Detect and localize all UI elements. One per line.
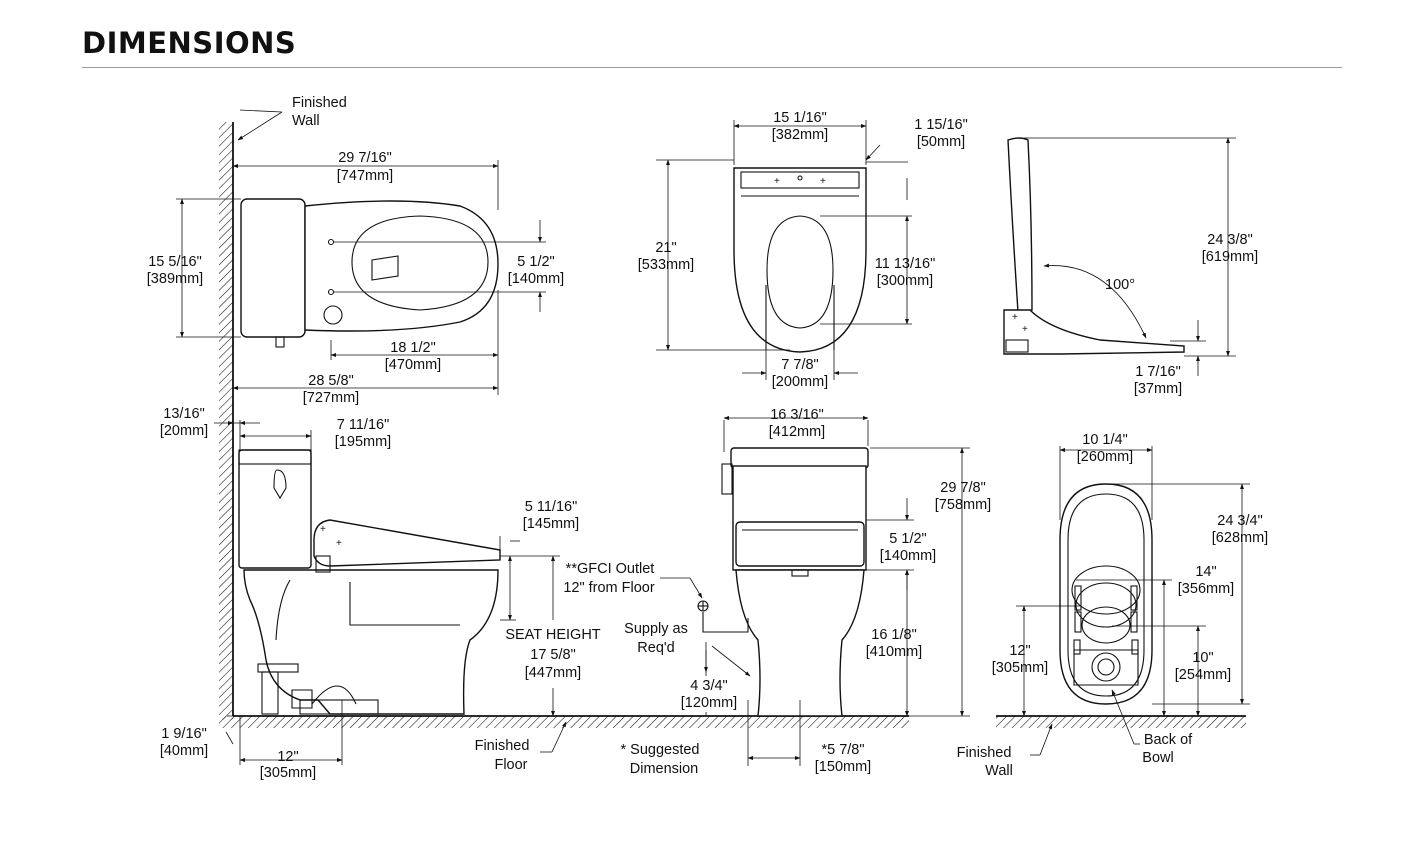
front-width-mm: [412mm] bbox=[769, 424, 825, 440]
lid-height-mm: [619mm] bbox=[1202, 249, 1258, 265]
tank-depth-label: 7 11/16" bbox=[337, 417, 389, 433]
outlet-label: 10" bbox=[1192, 650, 1213, 666]
seat-offset-label: 1 15/16" bbox=[914, 117, 968, 133]
gfci-label-1: **GFCI Outlet bbox=[566, 561, 655, 577]
title-divider bbox=[82, 67, 1342, 68]
front-seat-mm: [140mm] bbox=[880, 548, 936, 564]
seat-rise-mm: [145mm] bbox=[523, 516, 579, 532]
seat-inner-label: 7 7/8" bbox=[781, 357, 818, 373]
toilet-top-view bbox=[240, 198, 499, 348]
top-bowl-label: 18 1/2" bbox=[390, 340, 435, 356]
svg-text:+: + bbox=[336, 538, 342, 549]
top-holes-mm: [140mm] bbox=[508, 271, 564, 287]
toilet-front-view bbox=[697, 447, 869, 717]
rough-in-label: 12" bbox=[277, 749, 298, 765]
supply-offset-mm: [150mm] bbox=[815, 759, 871, 775]
seat-length-mm: [533mm] bbox=[638, 257, 694, 273]
lid-height-label: 24 3/8" bbox=[1207, 232, 1252, 248]
seat-height-value: 17 5/8" bbox=[530, 647, 575, 663]
top-width-mm: [747mm] bbox=[337, 168, 393, 184]
floor-offset-mm: [40mm] bbox=[160, 743, 208, 759]
seat-height-label: SEAT HEIGHT bbox=[505, 627, 600, 643]
finished-wall-bottom-label-2: Wall bbox=[985, 763, 1013, 779]
supply-label-2: Req'd bbox=[637, 640, 674, 656]
suggested-label-2: Dimension bbox=[630, 761, 699, 777]
svg-text:+: + bbox=[1012, 312, 1018, 323]
wall-gap-label: 13/16" bbox=[163, 406, 204, 422]
finished-floor-label-2: Floor bbox=[494, 757, 527, 773]
top-view-dimensions bbox=[176, 109, 546, 395]
seat-rise-label: 5 11/16" bbox=[525, 499, 577, 515]
seat-inner-mm: [200mm] bbox=[772, 374, 828, 390]
seat-height-mm: [447mm] bbox=[525, 665, 581, 681]
seat-width-mm: [382mm] bbox=[772, 127, 828, 143]
svg-text:+: + bbox=[1022, 324, 1028, 335]
finished-wall-bottom-label-1: Finished bbox=[957, 745, 1012, 761]
back-of-bowl-label-2: Bowl bbox=[1142, 750, 1173, 766]
tank-depth-mm: [195mm] bbox=[335, 434, 391, 450]
toilet-side-view: + + bbox=[238, 449, 501, 715]
finished-wall-top-label-2: Wall bbox=[292, 113, 320, 129]
back-of-bowl-label-1: Back of bbox=[1144, 732, 1193, 748]
supply-offset-label: *5 7/8" bbox=[821, 742, 864, 758]
seat-offset-mm: [50mm] bbox=[917, 134, 965, 150]
svg-text:+: + bbox=[320, 524, 326, 535]
seat-opening-label: 11 13/16" bbox=[875, 256, 936, 272]
seat-side-view: + + bbox=[1003, 137, 1185, 355]
floor-offset-label: 1 9/16" bbox=[161, 726, 206, 742]
wall-gap-mm: [20mm] bbox=[160, 423, 208, 439]
top-bowl-mm: [470mm] bbox=[385, 357, 441, 373]
base-length-mm: [628mm] bbox=[1212, 530, 1268, 546]
lid-base-label: 1 7/16" bbox=[1135, 364, 1180, 380]
front-width-label: 16 3/16" bbox=[770, 407, 824, 423]
finished-wall-top-label-1: Finished bbox=[292, 95, 347, 111]
top-width-label: 29 7/16" bbox=[338, 150, 392, 166]
page-title: DIMENSIONS bbox=[82, 26, 297, 60]
finished-floor-label-1: Finished bbox=[475, 738, 530, 754]
svg-text:+: + bbox=[774, 176, 780, 187]
rim-height-mm: [410mm] bbox=[866, 644, 922, 660]
seat-width-label: 15 1/16" bbox=[773, 110, 827, 126]
seat-top-dimensions bbox=[656, 120, 912, 380]
seat-length-label: 21" bbox=[655, 240, 676, 256]
bolt-span-mm: [356mm] bbox=[1178, 581, 1234, 597]
front-seat-label: 5 1/2" bbox=[889, 531, 926, 547]
suggested-label-1: * Suggested bbox=[620, 742, 699, 758]
base-footprint-dimensions bbox=[1016, 446, 1250, 756]
seat-opening-mm: [300mm] bbox=[877, 273, 933, 289]
base-width-label: 10 1/4" bbox=[1082, 432, 1127, 448]
finished-wall-left bbox=[219, 122, 234, 720]
supply-height-label: 4 3/4" bbox=[690, 678, 727, 694]
base-width-mm: [260mm] bbox=[1077, 449, 1133, 465]
top-base-mm: [727mm] bbox=[303, 390, 359, 406]
front-view-dimensions bbox=[660, 416, 970, 766]
finished-floor-base bbox=[996, 715, 1246, 728]
lid-base-mm: [37mm] bbox=[1134, 381, 1182, 397]
supply-height-mm: [120mm] bbox=[681, 695, 737, 711]
supply-label-1: Supply as bbox=[624, 621, 688, 637]
rough-in-mm: [305mm] bbox=[260, 765, 316, 781]
seat-side-dimensions bbox=[1024, 137, 1236, 376]
top-base-label: 28 5/8" bbox=[308, 373, 353, 389]
base-length-label: 24 3/4" bbox=[1217, 513, 1262, 529]
rim-height-label: 16 1/8" bbox=[871, 627, 916, 643]
gfci-label-2: 12" from Floor bbox=[563, 580, 655, 596]
bolt-span-label: 14" bbox=[1195, 564, 1216, 580]
outlet-mm: [254mm] bbox=[1175, 667, 1231, 683]
top-depth-label: 15 5/16" bbox=[148, 254, 202, 270]
side-view-dimensions bbox=[214, 420, 567, 765]
total-height-mm: [758mm] bbox=[935, 497, 991, 513]
total-height-label: 29 7/8" bbox=[940, 480, 985, 496]
seat-top-view: + + bbox=[733, 167, 867, 353]
lid-angle-label: 100° bbox=[1105, 277, 1135, 293]
top-holes-label: 5 1/2" bbox=[517, 254, 554, 270]
top-depth-mm: [389mm] bbox=[147, 271, 203, 287]
base-footprint-view bbox=[1059, 483, 1153, 705]
base-rough-mm: [305mm] bbox=[992, 660, 1048, 676]
base-rough-label: 12" bbox=[1009, 643, 1030, 659]
svg-text:+: + bbox=[820, 176, 826, 187]
